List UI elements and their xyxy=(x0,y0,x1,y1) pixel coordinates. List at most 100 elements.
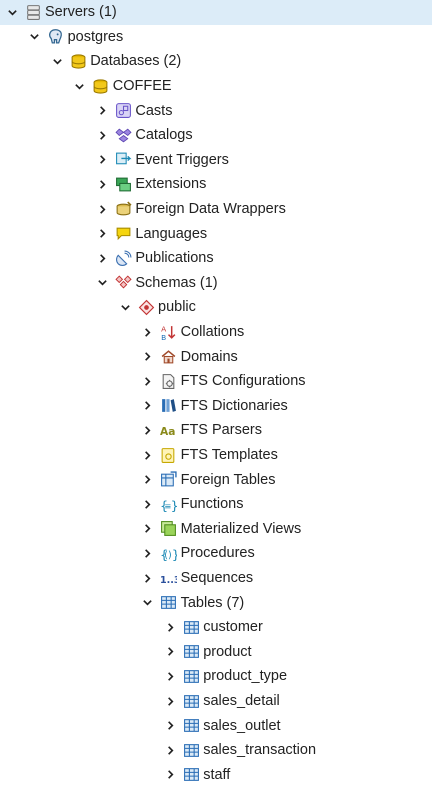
chevron-down-icon[interactable] xyxy=(5,5,19,19)
chevron-down-icon[interactable] xyxy=(141,596,155,610)
procedures-icon: {()} xyxy=(160,544,178,562)
chevron-right-icon[interactable] xyxy=(163,620,177,634)
tree-node-label: Sequences xyxy=(180,570,254,587)
chevron-down-icon[interactable] xyxy=(50,54,64,68)
chevron-right-icon[interactable] xyxy=(95,227,109,241)
tree-node-product[interactable]: product xyxy=(0,640,432,665)
domains-icon xyxy=(160,348,178,366)
svg-text:1..3: 1..3 xyxy=(160,574,177,585)
chevron-right-icon[interactable] xyxy=(163,768,177,782)
materialized-views-icon xyxy=(160,520,178,538)
chevron-right-icon[interactable] xyxy=(163,669,177,683)
tree-node-label: Servers (1) xyxy=(45,4,117,21)
chevron-right-icon[interactable] xyxy=(163,694,177,708)
tree-node-label: Materialized Views xyxy=(180,520,302,537)
chevron-right-icon[interactable] xyxy=(141,448,155,462)
tree-node-label: Extensions xyxy=(135,176,207,193)
tree-node-casts[interactable]: Casts xyxy=(0,98,432,123)
chevron-right-icon[interactable] xyxy=(95,128,109,142)
tree-node-label: customer xyxy=(203,619,263,636)
chevron-down-icon[interactable] xyxy=(28,30,42,44)
tree-node-sequences[interactable]: 1..3Sequences xyxy=(0,566,432,591)
tree-node-label: COFFEE xyxy=(112,78,172,95)
tree-node-label: FTS Dictionaries xyxy=(180,397,288,414)
chevron-down-icon[interactable] xyxy=(73,79,87,93)
foreign-data-wrappers-icon xyxy=(114,200,132,218)
table-icon xyxy=(182,643,200,661)
chevron-right-icon[interactable] xyxy=(141,546,155,560)
chevron-right-icon[interactable] xyxy=(141,473,155,487)
tree-node-tables-7[interactable]: Tables (7) xyxy=(0,590,432,615)
extensions-icon xyxy=(114,175,132,193)
tree-node-functions[interactable]: {≡}Functions xyxy=(0,492,432,517)
tree-node-label: FTS Configurations xyxy=(180,373,306,390)
chevron-right-icon[interactable] xyxy=(141,497,155,511)
table-icon xyxy=(182,667,200,685)
chevron-right-icon[interactable] xyxy=(95,202,109,216)
chevron-right-icon[interactable] xyxy=(95,177,109,191)
foreign-tables-icon xyxy=(160,471,178,489)
tree-node-public[interactable]: public xyxy=(0,295,432,320)
chevron-right-icon[interactable] xyxy=(95,153,109,167)
tree-node-coffee[interactable]: COFFEE xyxy=(0,74,432,99)
tree-node-fts-dictionaries[interactable]: FTS Dictionaries xyxy=(0,394,432,419)
chevron-down-icon[interactable] xyxy=(118,300,132,314)
tree-node-domains[interactable]: Domains xyxy=(0,344,432,369)
tree-node-procedures[interactable]: {()}Procedures xyxy=(0,541,432,566)
fts-configurations-icon xyxy=(160,372,178,390)
tree-node-label: Languages xyxy=(135,225,208,242)
chevron-right-icon[interactable] xyxy=(141,423,155,437)
tree-node-servers-1[interactable]: Servers (1) xyxy=(0,0,432,25)
tree-node-fts-configurations[interactable]: FTS Configurations xyxy=(0,369,432,394)
tree-node-postgres[interactable]: postgres xyxy=(0,25,432,50)
chevron-down-icon[interactable] xyxy=(95,276,109,290)
tree-node-label: sales_outlet xyxy=(203,717,281,734)
catalogs-icon xyxy=(114,126,132,144)
tree-node-publications[interactable]: Publications xyxy=(0,246,432,271)
chevron-right-icon[interactable] xyxy=(163,743,177,757)
tree-node-label: public xyxy=(158,299,196,316)
tree-node-extensions[interactable]: Extensions xyxy=(0,172,432,197)
tree-node-languages[interactable]: Languages xyxy=(0,221,432,246)
chevron-right-icon[interactable] xyxy=(141,522,155,536)
tree-node-label: FTS Parsers xyxy=(180,422,262,439)
tree-node-staff[interactable]: staff xyxy=(0,763,432,787)
tree-node-foreign-tables[interactable]: Foreign Tables xyxy=(0,467,432,492)
chevron-right-icon[interactable] xyxy=(163,719,177,733)
chevron-right-icon[interactable] xyxy=(141,571,155,585)
tree-node-label: Event Triggers xyxy=(135,151,229,168)
tree-node-label: postgres xyxy=(67,28,124,45)
tree-node-label: staff xyxy=(203,766,231,783)
tree-node-label: Databases (2) xyxy=(90,53,182,70)
chevron-right-icon[interactable] xyxy=(141,350,155,364)
chevron-right-icon[interactable] xyxy=(141,399,155,413)
tree-node-catalogs[interactable]: Catalogs xyxy=(0,123,432,148)
tree-node-schemas-1[interactable]: Schemas (1) xyxy=(0,271,432,296)
chevron-right-icon[interactable] xyxy=(141,374,155,388)
tree-node-foreign-data-wrappers[interactable]: Foreign Data Wrappers xyxy=(0,197,432,222)
chevron-right-icon[interactable] xyxy=(141,325,155,339)
tree-node-customer[interactable]: customer xyxy=(0,615,432,640)
tree-node-label: Procedures xyxy=(180,545,255,562)
tree-node-event-triggers[interactable]: Event Triggers xyxy=(0,148,432,173)
tree-node-sales-outlet[interactable]: sales_outlet xyxy=(0,713,432,738)
tree-node-materialized-views[interactable]: Materialized Views xyxy=(0,517,432,542)
chevron-right-icon[interactable] xyxy=(163,645,177,659)
schema-icon xyxy=(137,298,155,316)
tree-node-sales-detail[interactable]: sales_detail xyxy=(0,689,432,714)
table-icon xyxy=(182,618,200,636)
servers-icon xyxy=(24,3,42,21)
databases-icon xyxy=(69,52,87,70)
tree-node-databases-2[interactable]: Databases (2) xyxy=(0,49,432,74)
tree-node-label: Catalogs xyxy=(135,127,193,144)
tree-node-label: product_type xyxy=(203,668,288,685)
tree-node-product-type[interactable]: product_type xyxy=(0,664,432,689)
tree-node-sales-transaction[interactable]: sales_transaction xyxy=(0,738,432,763)
chevron-right-icon[interactable] xyxy=(95,104,109,118)
tree-node-fts-templates[interactable]: FTS Templates xyxy=(0,443,432,468)
chevron-right-icon[interactable] xyxy=(95,251,109,265)
tree-node-label: sales_transaction xyxy=(203,742,317,759)
